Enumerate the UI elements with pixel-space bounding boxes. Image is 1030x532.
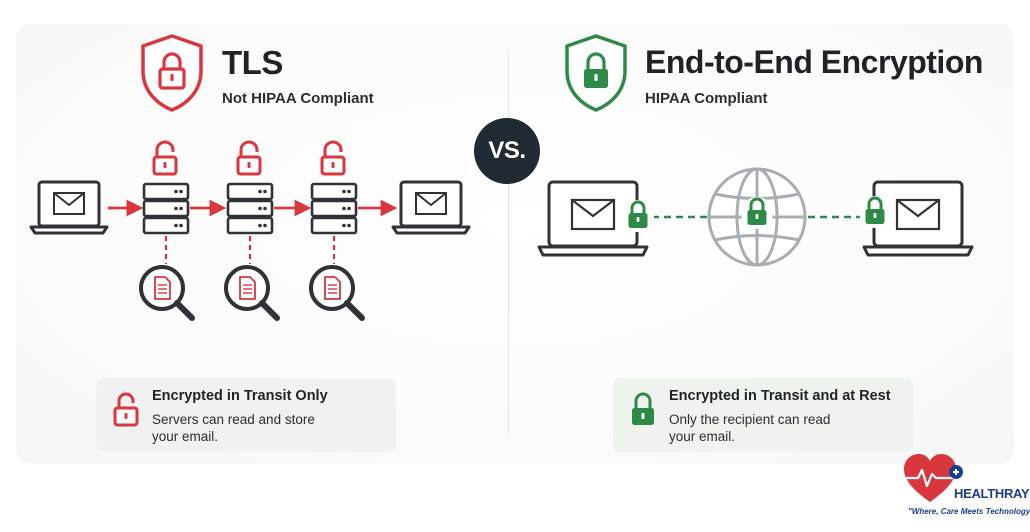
recipient-laptop-icon xyxy=(391,180,471,235)
e2e-title: End-to-End Encryption xyxy=(645,44,983,80)
tls-card-body-line: your email. xyxy=(152,429,219,444)
heart-logo-icon xyxy=(904,454,963,502)
e2e-card-title: Encrypted in Transit and at Rest xyxy=(669,388,891,404)
e2e-subtitle: HIPAA Compliant xyxy=(645,90,768,107)
tls-card-body-line: Servers can read and store xyxy=(152,412,315,427)
tls-summary-card: Encrypted in Transit Only Servers can re… xyxy=(96,378,396,452)
vs-badge: VS. xyxy=(474,118,540,184)
sender-laptop-icon xyxy=(29,180,109,235)
closed-padlock-icon xyxy=(632,392,654,425)
tls-shield-lock-icon xyxy=(141,34,203,112)
tls-card-body: Servers can read and store your email. xyxy=(152,411,392,445)
brand-tagline: "Where, Care Meets Technology" xyxy=(908,507,1030,516)
closed-padlock-icon xyxy=(620,198,656,234)
e2e-card-body: Only the recipient can read your email. xyxy=(669,411,909,445)
open-padlock-icon xyxy=(320,140,346,176)
center-divider xyxy=(508,50,509,435)
magnifier-document-icon xyxy=(141,267,192,318)
open-padlock-icon xyxy=(113,392,139,427)
magnifier-document-icon xyxy=(311,267,362,318)
e2e-summary-card: Encrypted in Transit and at Rest Only th… xyxy=(613,378,913,452)
magnifier-document-icon xyxy=(226,267,277,318)
server-icon xyxy=(226,182,274,235)
e2e-card-body-line: your email. xyxy=(669,429,736,444)
e2e-shield-lock-icon xyxy=(565,34,627,112)
closed-padlock-icon xyxy=(857,194,893,230)
brand-name: HEALTHRAY xyxy=(954,486,1030,501)
closed-padlock-icon xyxy=(739,195,775,231)
open-padlock-icon xyxy=(152,140,178,176)
server-icon xyxy=(142,182,190,235)
e2e-card-body-line: Only the recipient can read xyxy=(669,412,831,427)
open-padlock-icon xyxy=(236,140,262,176)
tls-card-title: Encrypted in Transit Only xyxy=(152,388,328,404)
tls-subtitle: Not HIPAA Compliant xyxy=(222,90,374,107)
tls-title: TLS xyxy=(222,44,283,81)
tls-dashed-links xyxy=(164,236,336,264)
server-icon xyxy=(310,182,358,235)
